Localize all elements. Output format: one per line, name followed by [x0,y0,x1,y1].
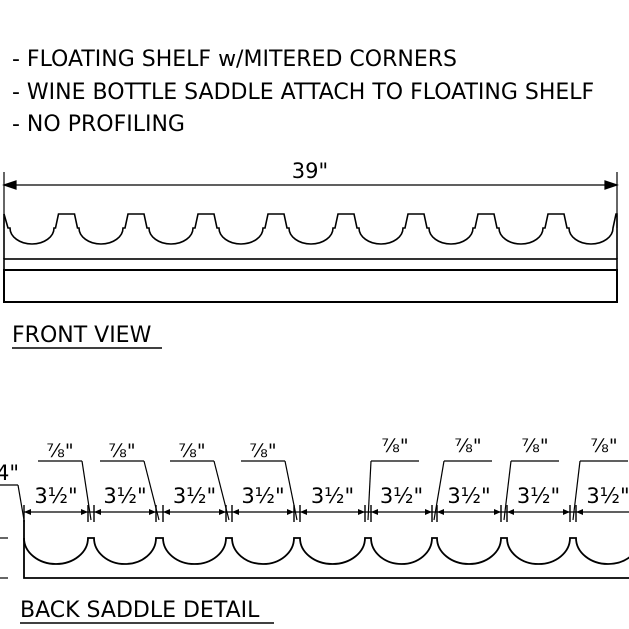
back-dimension-arrow [287,509,294,515]
pocket-width-label: 3½" [34,484,77,508]
back-saddle-dimensions: 3½" 3½" 3½" 3½" 3½" 3½" 3½" 3½" 3½" ⅞" ⅞" ⅞" ⅞" ⅞" ⅞" ⅞… [0,435,629,522]
note-no-profiling: - NO PROFILING [12,112,185,137]
back-saddle-base [23,520,629,579]
pocket-width-label: 3½" [173,484,216,508]
front-saddle-outline [3,213,618,259]
gap-width-label: ⅞" [381,435,408,457]
back-dimension-arrow [24,509,31,515]
back-dimension-arrow [358,509,365,515]
pocket-width-label: 3½" [517,484,560,508]
pocket-width-label: 3½" [447,484,490,508]
back-saddle-detail-title: BACK SADDLE DETAIL [20,598,260,623]
left-edge-leader-diag [17,484,25,521]
back-saddle-profile [0,520,629,579]
pocket-width-label: 3½" [311,484,354,508]
gap-width-label: ⅞" [521,435,548,457]
gap-leader-line [284,460,298,521]
back-dimension-arrow [149,509,156,515]
back-dimension-arrow [507,509,514,515]
back-dimension-arrow [300,509,307,515]
left-edge-dimension: 4" [0,461,19,485]
gap-width-label: ⅞" [178,440,205,462]
gap-leader-line [367,460,372,521]
back-dimension-arrow [219,509,226,515]
pocket-width-label: 3½" [241,484,284,508]
back-dimension-arrow [494,509,501,515]
gap-leader-line [503,460,512,521]
front-shelf-body [3,269,618,303]
back-dimension-arrow [94,509,101,515]
front-view-title: FRONT VIEW [12,323,152,348]
note-wine-saddle: - WINE BOTTLE SADDLE ATTACH TO FLOATING … [12,80,594,105]
gap-width-label: ⅞" [249,440,276,462]
gap-leader-line [433,460,445,521]
back-dimension-arrow [232,509,239,515]
gap-leader-line [572,460,581,521]
gap-width-label: ⅞" [590,435,617,457]
back-dimension-arrow [563,509,570,515]
back-dimension-arrow [163,509,170,515]
pocket-width-label: 3½" [380,484,423,508]
gap-leader-line [143,460,160,521]
back-dimension-arrow [81,509,88,515]
back-saddle-scallops [23,537,629,565]
gap-width-label: ⅞" [46,440,73,462]
back-dimension-arrow [425,509,432,515]
note-floating-shelf: - FLOATING SHELF w/MITERED CORNERS [12,47,457,72]
gap-leader-line [213,460,230,521]
front-saddle-profile [3,213,618,259]
back-dimension-arrow [437,509,444,515]
front-shelf-top-board [3,258,618,271]
front-overall-dimension-label: 39" [292,159,328,183]
pocket-width-label: 3½" [586,484,629,508]
gap-width-label: ⅞" [108,440,135,462]
pocket-width-label: 3½" [103,484,146,508]
back-dimension-arrow [576,509,583,515]
gap-leader-line [81,460,92,521]
back-dimension-arrow [371,509,378,515]
gap-width-label: ⅞" [454,435,481,457]
